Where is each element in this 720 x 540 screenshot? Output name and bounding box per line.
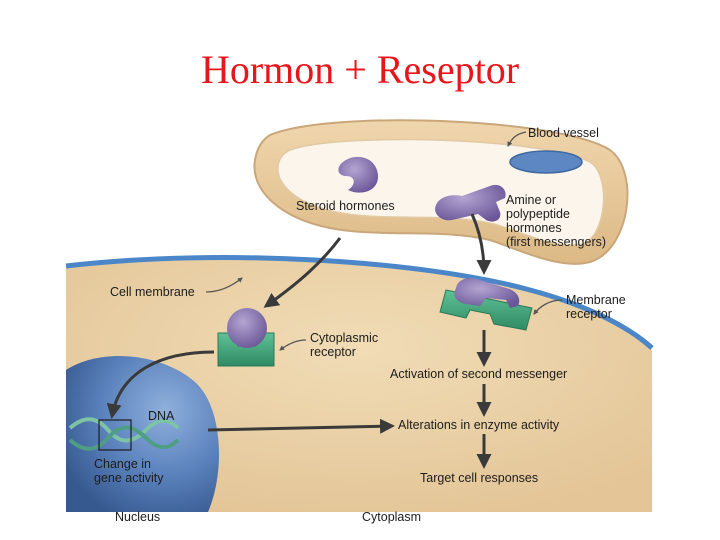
red-blood-cell [509, 150, 583, 174]
arrow-nucleus-to-enzyme [207, 418, 395, 434]
arrow-steroid-to-cytoplasm [263, 237, 342, 308]
label-amine-hormones: Amine or polypeptide hormones (first mes… [506, 193, 606, 249]
label-enzyme-activity: Alterations in enzyme activity [398, 418, 560, 432]
label-gene-activity-line-1: Change in [94, 457, 151, 471]
label-membrane-receptor-line-1: Membrane [566, 293, 626, 307]
arrow-amine-to-receptor [470, 213, 492, 275]
leader-cell-membrane [205, 277, 243, 293]
label-gene-activity: Change in gene activity [94, 457, 164, 485]
label-cytoplasm: Cytoplasm [362, 510, 421, 524]
label-membrane-receptor: Membrane receptor [566, 293, 629, 321]
bound-polypeptide-hormone [454, 278, 520, 308]
bound-steroid-hormone [227, 308, 267, 348]
label-dna: DNA [148, 409, 175, 423]
steroid-hormone-molecule [338, 156, 379, 193]
label-amine-line-4: (first messengers) [506, 235, 606, 249]
label-amine-line-2: polypeptide [506, 207, 570, 221]
label-amine-line-3: hormones [506, 221, 562, 235]
arrow-receptor-to-nucleus [106, 350, 215, 419]
leader-blood-vessel [507, 131, 527, 147]
label-cytoplasmic-receptor-line-2: receptor [310, 345, 356, 359]
leader-membrane-receptor [533, 299, 563, 315]
label-gene-activity-line-2: gene activity [94, 471, 164, 485]
slide-title: Hormon + Reseptor [200, 47, 520, 92]
label-cytoplasmic-receptor-line-1: Cytoplasmic [310, 331, 378, 345]
dna-helix [68, 417, 180, 451]
label-nucleus: Nucleus [115, 510, 160, 524]
label-amine-line-1: Amine or [506, 193, 556, 207]
label-membrane-receptor-line-2: receptor [566, 307, 612, 321]
label-target-responses: Target cell responses [420, 471, 538, 485]
label-blood-vessel: Blood vessel [528, 126, 599, 140]
leader-cytoplasmic-receptor [279, 339, 307, 351]
label-cytoplasmic-receptor: Cytoplasmic receptor [310, 331, 382, 359]
label-second-messenger: Activation of second messenger [390, 367, 567, 381]
polypeptide-hormone-molecule [435, 184, 506, 222]
label-steroid-hormones: Steroid hormones [296, 199, 395, 213]
cell-membrane [65, 255, 654, 350]
label-cell-membrane: Cell membrane [110, 285, 195, 299]
dna-highlight-box [98, 419, 132, 451]
